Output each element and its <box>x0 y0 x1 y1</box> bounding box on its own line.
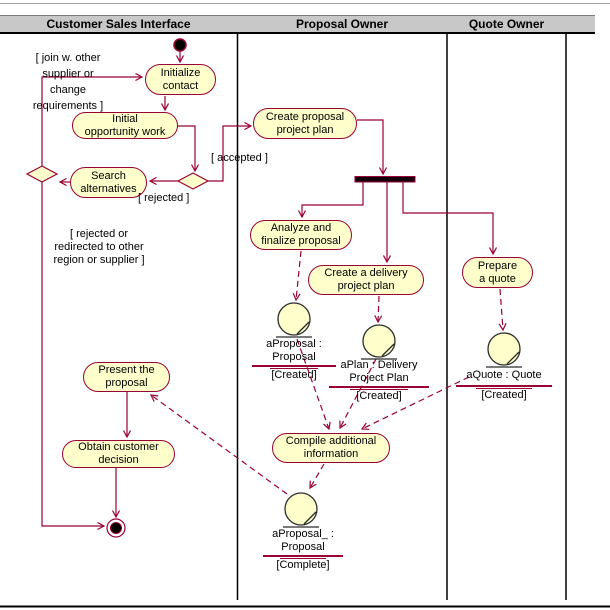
object-name: aPlan : Delivery <box>340 359 418 371</box>
object-node-aquote[interactable] <box>486 332 522 368</box>
object-node-aproposal[interactable] <box>276 302 312 338</box>
guard-line: supplier or <box>42 68 94 80</box>
objectflow-aproposal-to-compile[interactable] <box>296 338 329 429</box>
decision-diamond-left[interactable] <box>25 165 59 183</box>
activity-label: proposal <box>105 377 148 389</box>
object-name-underline <box>329 386 429 388</box>
object-state: [Created] <box>356 390 402 402</box>
transition-fork-to-analyze[interactable] <box>302 182 364 217</box>
guard-accepted[interactable]: [ accepted ] <box>211 152 268 164</box>
activity-prepare-a-quote[interactable]: Prepare a quote <box>462 257 533 288</box>
activity-compile-additional-information[interactable]: Compile additional information <box>272 433 390 463</box>
transition-join-supplier[interactable] <box>41 77 142 166</box>
object-state: [Created] <box>481 389 527 401</box>
fork-bar[interactable] <box>354 176 416 183</box>
object-node-aproposal-complete[interactable] <box>283 492 319 528</box>
activity-label: Obtain customer <box>78 441 159 453</box>
activity-label: finalize proposal <box>261 235 341 247</box>
object-state: [Complete] <box>276 559 330 571</box>
activity-label: opportunity work <box>84 125 166 138</box>
guard-line: redirected to other <box>54 241 144 253</box>
object-label-aquote[interactable]: aQuote : Quote [Created] <box>456 369 552 402</box>
object-label-aproposal-complete[interactable]: aProposal_ : Proposal [Complete] <box>263 528 343 572</box>
objectflow-prepare-to-aquote[interactable] <box>500 288 503 330</box>
objectflow-compile-to-aproposalcomplete[interactable] <box>310 463 325 488</box>
activity-initial-opportunity-work[interactable]: Initial opportunity work <box>72 112 178 139</box>
activity-label: information <box>303 448 359 460</box>
objectflow-aproposalcomplete-to-present[interactable] <box>151 395 288 495</box>
transition-fork-to-preparequote[interactable] <box>402 182 493 254</box>
object-name-underline <box>263 555 343 557</box>
activity-label: Create proposal <box>265 110 345 123</box>
lane-title-proposal-owner[interactable]: Proposal Owner <box>295 17 389 31</box>
lane-title-customer-sales-interface[interactable]: Customer Sales Interface <box>46 17 191 31</box>
object-state-underline <box>350 389 408 390</box>
activity-label: Present the <box>98 364 155 376</box>
transition-rejected-to-final[interactable] <box>41 182 104 526</box>
guard-line: change <box>49 84 87 96</box>
transition-opportunity-to-decision[interactable] <box>178 125 195 171</box>
object-state-underline <box>476 388 532 389</box>
guard-line: [ rejected or <box>69 228 129 240</box>
initial-node[interactable] <box>173 38 187 52</box>
activity-initialize-contact[interactable]: Initialize contact <box>145 64 216 95</box>
activity-search-alternatives[interactable]: Search alternatives <box>70 167 147 198</box>
objectflow-delivery-to-aplan[interactable] <box>378 295 379 322</box>
guard-line: [ join w. other <box>35 52 101 64</box>
activity-label: Initial <box>112 112 138 125</box>
object-name: Proposal <box>272 351 316 363</box>
activity-label: project plan <box>276 123 334 136</box>
activity-label: Create a delivery <box>324 267 408 279</box>
transition-accepted[interactable] <box>208 126 251 182</box>
activity-obtain-customer-decision[interactable]: Obtain customer decision <box>62 440 175 468</box>
object-node-aplan[interactable] <box>361 324 397 360</box>
activity-create-proposal-project-plan[interactable]: Create proposal project plan <box>253 108 357 139</box>
object-name-underline <box>456 385 552 387</box>
object-name: aProposal_ : <box>272 528 334 540</box>
swimlane-header: Customer Sales Interface Proposal Owner … <box>0 15 595 34</box>
guard-join-supplier[interactable]: [ join w. other supplier or change requi… <box>18 50 118 114</box>
object-label-aplan[interactable]: aPlan : Delivery Project Plan [Created] <box>329 359 429 403</box>
object-name: Proposal <box>281 541 325 553</box>
object-state-underline <box>269 368 319 369</box>
object-name: Project Plan <box>349 372 409 384</box>
activity-create-a-delivery-project-plan[interactable]: Create a delivery project plan <box>308 265 424 295</box>
decision-diamond-right[interactable] <box>176 172 210 190</box>
guard-rejected-redirect[interactable]: [ rejected or redirected to other region… <box>40 228 158 267</box>
object-name: aProposal : <box>266 338 322 350</box>
objectflow-aplan-to-compile[interactable] <box>340 358 377 428</box>
activity-label: Search <box>91 169 126 182</box>
transition-createplan-to-fork[interactable] <box>357 119 383 174</box>
object-name-underline <box>252 365 336 367</box>
activity-label: a quote <box>479 272 516 285</box>
object-state-underline <box>279 558 327 559</box>
activity-analyze-and-finalize-proposal[interactable]: Analyze and finalize proposal <box>250 220 352 250</box>
lane-title-quote-owner[interactable]: Quote Owner <box>468 17 545 31</box>
guard-line: requirements ] <box>32 100 104 112</box>
activity-label: Prepare <box>477 259 518 272</box>
activity-label: contact <box>162 79 199 92</box>
activity-label: Compile additional <box>285 435 377 447</box>
activity-present-the-proposal[interactable]: Present the proposal <box>83 362 170 392</box>
activity-label: alternatives <box>80 182 137 195</box>
object-label-aproposal[interactable]: aProposal : Proposal [Created] <box>252 338 336 382</box>
activity-label: Analyze and <box>270 222 332 234</box>
object-state: [Created] <box>271 369 317 381</box>
activity-label: decision <box>98 454 139 466</box>
guard-line: region or supplier ] <box>53 254 145 266</box>
objectflow-analyze-to-aproposal[interactable] <box>296 250 302 300</box>
activity-label: project plan <box>337 280 395 292</box>
guard-rejected[interactable]: [ rejected ] <box>138 192 190 204</box>
object-name: aQuote : Quote <box>466 369 542 381</box>
final-node[interactable] <box>106 518 126 538</box>
activity-label: Initialize <box>160 66 201 79</box>
